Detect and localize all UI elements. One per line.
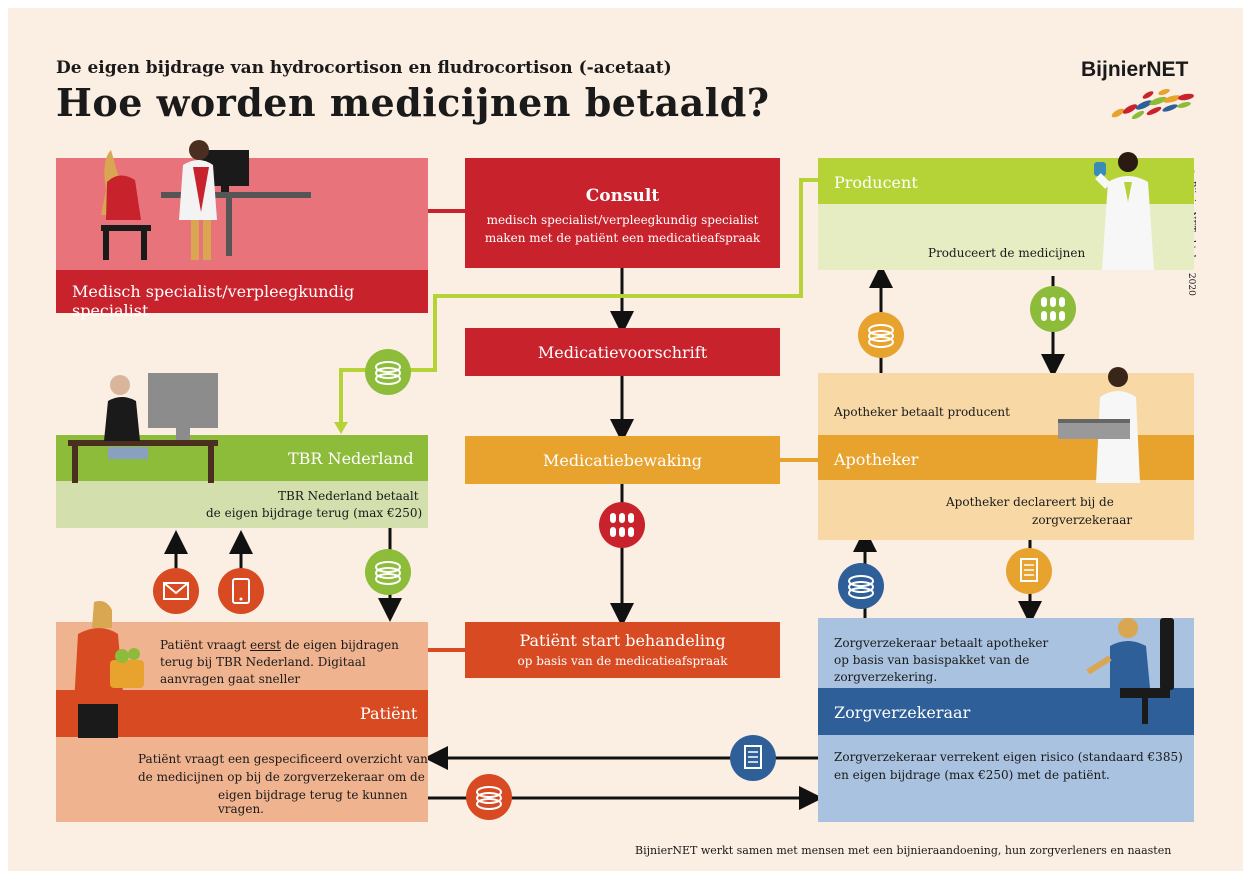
footer-text: BijnierNET werkt samen met mensen met ee…: [635, 844, 1172, 857]
zv-betaalt-2: op basis van basispakket van de: [834, 653, 1030, 667]
producent-box: Producent Produceert de medicijnen: [818, 152, 1194, 270]
zorgverzekeraar-label: Zorgverzekeraar: [834, 703, 971, 722]
document-icon: [730, 735, 776, 781]
coins-icon: [365, 549, 411, 595]
tbr-text-2: de eigen bijdrage terug (max €250): [206, 506, 423, 520]
patient-text-emphasis: eerst: [249, 638, 281, 652]
voorschrift-box: Medicatievoorschrift: [465, 328, 780, 376]
patient-box: Patiënt vraagt eerst de eigen bijdragen …: [56, 601, 428, 822]
patient-overzicht-3: eigen bijdrage terug te kunnen vragen.: [218, 788, 408, 816]
zv-betaalt-1: Zorgverzekeraar betaalt apotheker: [834, 636, 1049, 650]
infographic-sheet: De eigen bijdrage van hydrocortison en f…: [8, 8, 1243, 871]
consult-box: Consult medisch specialist/verpleegkundi…: [465, 158, 780, 268]
patient-text-1: Patiënt vraagt eerst de eigen bijdragen: [160, 638, 399, 652]
producent-label: Producent: [834, 173, 918, 192]
apotheker-box: Apotheker betaalt producent Apotheker Ap…: [818, 367, 1194, 540]
apotheker-label: Apotheker: [834, 450, 919, 469]
pharmacist-illustration: [1058, 367, 1140, 483]
producent-text: Produceert de medicijnen: [928, 246, 1086, 260]
patient-overzicht-1: Patiënt vraagt een gespecificeerd overzi…: [138, 752, 428, 766]
envelope-icon: [153, 568, 199, 614]
page-title: Hoe worden medicijnen betaald?: [56, 80, 770, 125]
logo-icon: [1111, 88, 1194, 120]
voorschrift-label: Medicatievoorschrift: [537, 343, 708, 362]
coins-icon: [466, 774, 512, 820]
document-icon: [1006, 548, 1052, 594]
coins-icon: [858, 312, 904, 358]
doctor-patient-illustration: [101, 140, 311, 260]
tbr-box: TBR Nederland TBR Nederland betaalt de e…: [56, 435, 428, 528]
logo-text: BijnierNET: [1081, 58, 1189, 81]
start-title: Patiënt start behandeling: [519, 631, 726, 650]
consult-text-1: medisch specialist/verpleegkundig specia…: [486, 213, 759, 227]
pills-icon: [1030, 286, 1076, 332]
zv-verrekent-1: Zorgverzekeraar verrekent eigen risico (…: [834, 750, 1183, 764]
patient-illustration: [74, 601, 144, 738]
patient-text-2: terug bij TBR Nederland. Digitaal: [160, 655, 366, 669]
insurer-illustration: [1086, 618, 1174, 724]
specialist-label: Medisch specialist/verpleegkundig specia…: [72, 282, 355, 320]
specialist-box: Medisch specialist/verpleegkundig specia…: [56, 140, 428, 320]
tablet-icon: [218, 568, 264, 614]
consult-title: Consult: [585, 186, 660, 206]
zorgverzekeraar-box: Zorgverzekeraar betaalt apotheker op bas…: [818, 618, 1194, 822]
scientist-illustration: [1094, 152, 1154, 270]
start-box: Patiënt start behandeling op basis van d…: [465, 622, 780, 678]
pills-icon: [599, 502, 645, 548]
bewaking-box: Medicatiebewaking: [465, 436, 780, 484]
patient-overzicht-2: de medicijnen op bij de zorgverzekeraar …: [138, 770, 425, 784]
desk-worker-illustration: [68, 373, 218, 483]
bewaking-label: Medicatiebewaking: [542, 451, 703, 470]
tbr-text-1: TBR Nederland betaalt: [278, 489, 419, 503]
tbr-label: TBR Nederland: [288, 449, 414, 468]
zv-verrekent-2: en eigen bijdrage (max €250) met de pati…: [834, 768, 1110, 782]
subtitle: De eigen bijdrage van hydrocortison en f…: [56, 58, 672, 78]
start-text: op basis van de medicatieafspraak: [517, 654, 728, 668]
patient-label: Patiënt: [360, 704, 418, 723]
apotheker-declareert-1: Apotheker declareert bij de: [946, 495, 1114, 509]
coins-icon: [838, 563, 884, 609]
coins-icon: [365, 349, 411, 395]
consult-text-2: maken met de patiënt een medicatieafspra…: [484, 231, 761, 245]
patient-text-3: aanvragen gaat sneller: [160, 672, 301, 686]
zv-betaalt-3: zorgverzekering.: [834, 670, 938, 684]
apotheker-declareert-2: zorgverzekeraar: [1032, 513, 1133, 527]
apotheker-betaalt: Apotheker betaalt producent: [834, 405, 1010, 419]
